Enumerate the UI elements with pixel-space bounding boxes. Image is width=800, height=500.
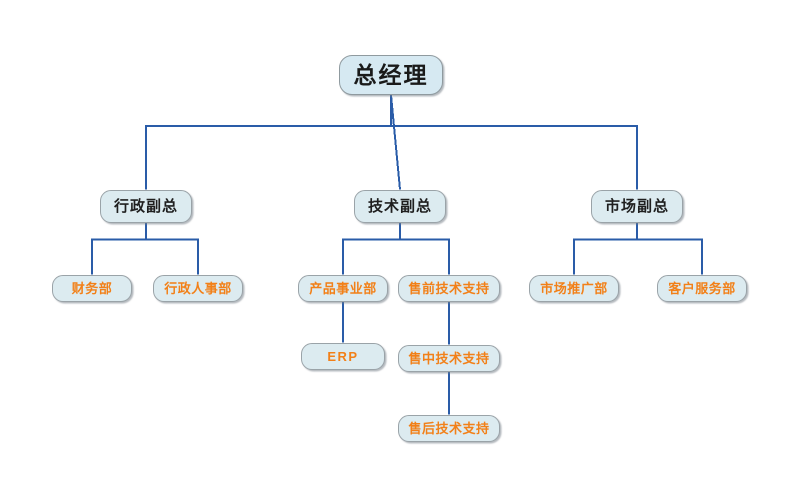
org-node-label: 客户服务部 xyxy=(668,280,736,296)
connector-vp_tech-to-product xyxy=(342,222,401,275)
org-node-midsales[interactable]: 售中技术支持 xyxy=(398,344,500,372)
org-node-label: 售后技术支持 xyxy=(408,420,490,436)
org-node-label: ERP xyxy=(327,348,359,364)
connector-vp_tech-to-presales xyxy=(399,222,450,275)
connector-vp_market-to-promotion xyxy=(573,222,638,275)
org-node-label: 技术副总 xyxy=(367,197,432,215)
org-node-vp_tech[interactable]: 技术副总 xyxy=(354,189,446,223)
org-node-label: 市场推广部 xyxy=(540,280,608,296)
org-node-product[interactable]: 产品事业部 xyxy=(298,274,388,302)
org-node-label: 总经理 xyxy=(353,61,429,88)
connector-vp_admin-to-finance xyxy=(91,222,147,275)
org-node-label: 财务部 xyxy=(71,280,113,296)
org-node-presales[interactable]: 售前技术支持 xyxy=(398,274,500,302)
org-node-admin_hr[interactable]: 行政人事部 xyxy=(153,274,243,302)
connector-gm-to-vp_tech xyxy=(390,94,401,190)
org-node-label: 行政人事部 xyxy=(164,280,232,296)
org-node-vp_market[interactable]: 市场副总 xyxy=(591,189,683,223)
org-node-label: 售前技术支持 xyxy=(408,280,490,296)
org-node-finance[interactable]: 财务部 xyxy=(52,274,132,302)
org-node-gm[interactable]: 总经理 xyxy=(339,55,443,95)
org-node-aftersales[interactable]: 售后技术支持 xyxy=(398,414,500,442)
org-node-vp_admin[interactable]: 行政副总 xyxy=(100,189,192,223)
org-node-service[interactable]: 客户服务部 xyxy=(657,274,747,302)
connector-gm-to-vp_admin xyxy=(145,95,392,190)
org-node-label: 售中技术支持 xyxy=(408,350,490,366)
org-node-label: 产品事业部 xyxy=(309,280,377,296)
connector-vp_admin-to-admin_hr xyxy=(145,222,199,275)
connector-gm-to-vp_market xyxy=(390,95,638,190)
org-node-label: 行政副总 xyxy=(113,197,178,215)
org-node-erp[interactable]: ERP xyxy=(301,342,385,370)
org-node-label: 市场副总 xyxy=(604,197,669,215)
org-node-promotion[interactable]: 市场推广部 xyxy=(529,274,619,302)
connector-vp_market-to-service xyxy=(636,222,703,275)
